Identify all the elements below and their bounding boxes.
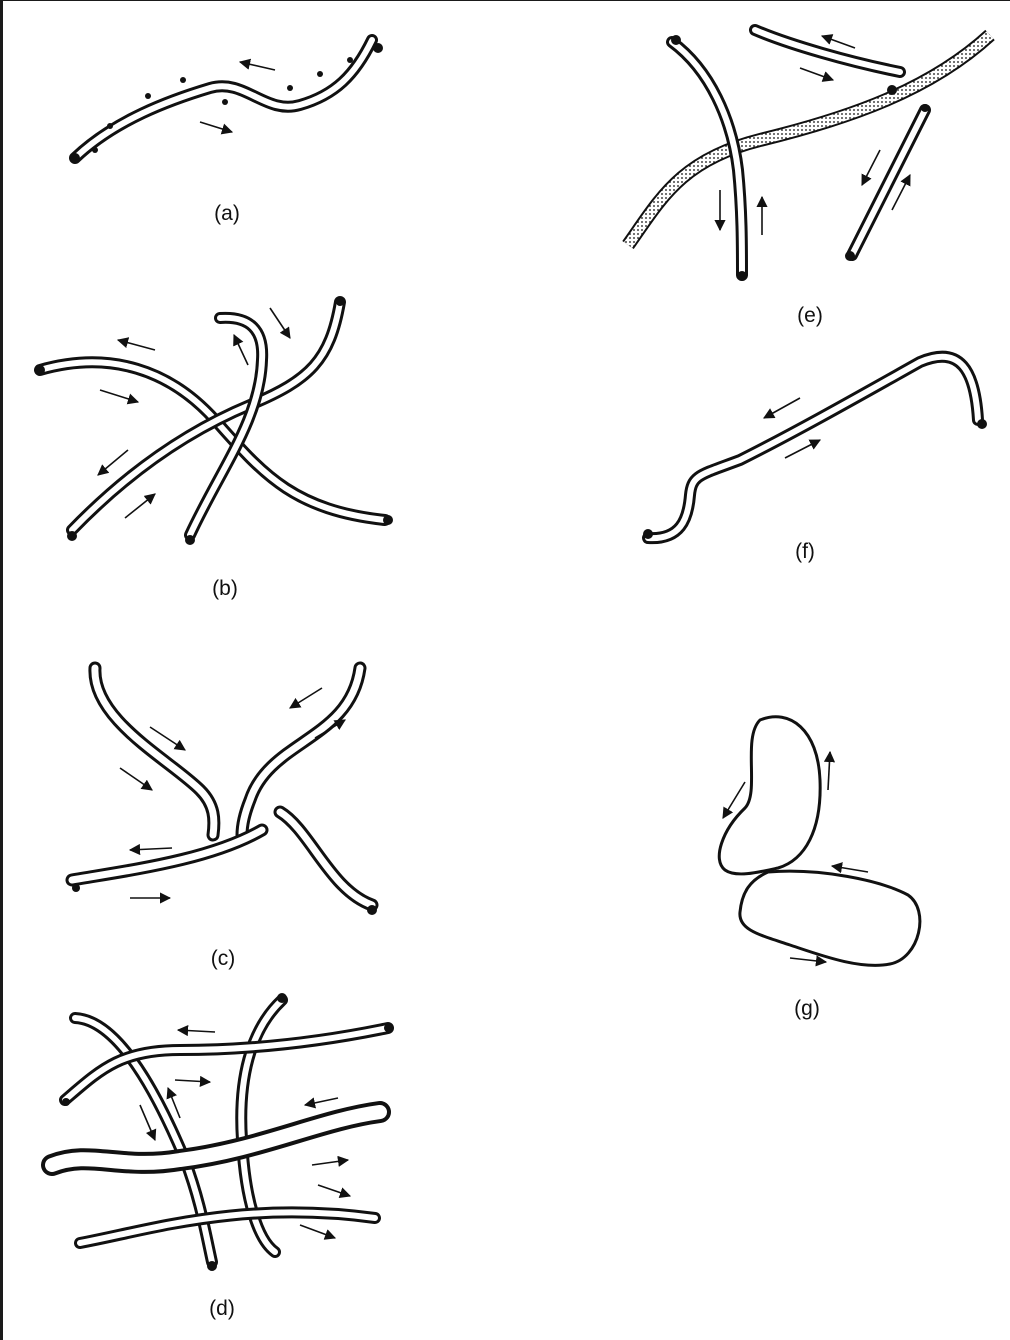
fiber-end-dot [373, 43, 383, 53]
fiber-e2 [755, 30, 900, 95]
caption-d: (d) [209, 1297, 235, 1320]
caption-b: (b) [212, 577, 238, 600]
panel-b: (b) [35, 298, 393, 600]
caption-f: (f) [795, 540, 815, 563]
panel-f: (f) [643, 357, 987, 563]
panel-g: (g) [719, 717, 920, 1020]
grain-boundary [628, 35, 990, 245]
fiber-c3 [72, 830, 262, 880]
slide-arrow [200, 122, 232, 132]
fiber-a1 [70, 40, 383, 163]
grain-lower [740, 871, 920, 965]
caption-g: (g) [794, 997, 820, 1020]
fiber-f1 [643, 357, 987, 539]
panel-a: (a) [70, 40, 383, 225]
fiber-d-h2 [52, 1112, 380, 1165]
fiber-c2 [242, 668, 360, 835]
grain-upper [719, 717, 820, 874]
panel-c: (c) [72, 668, 377, 970]
fiber-c1 [95, 668, 214, 835]
fiber-e3 [845, 104, 929, 261]
panel-d: (d) [52, 993, 392, 1320]
fiber-end-dot [70, 153, 80, 163]
caption-c: (c) [211, 947, 236, 970]
caption-a: (a) [214, 202, 240, 225]
slide-arrow [240, 62, 275, 70]
panel-e: (e) [628, 30, 990, 327]
fiber-c4 [72, 812, 377, 915]
caption-e: (e) [797, 304, 823, 327]
